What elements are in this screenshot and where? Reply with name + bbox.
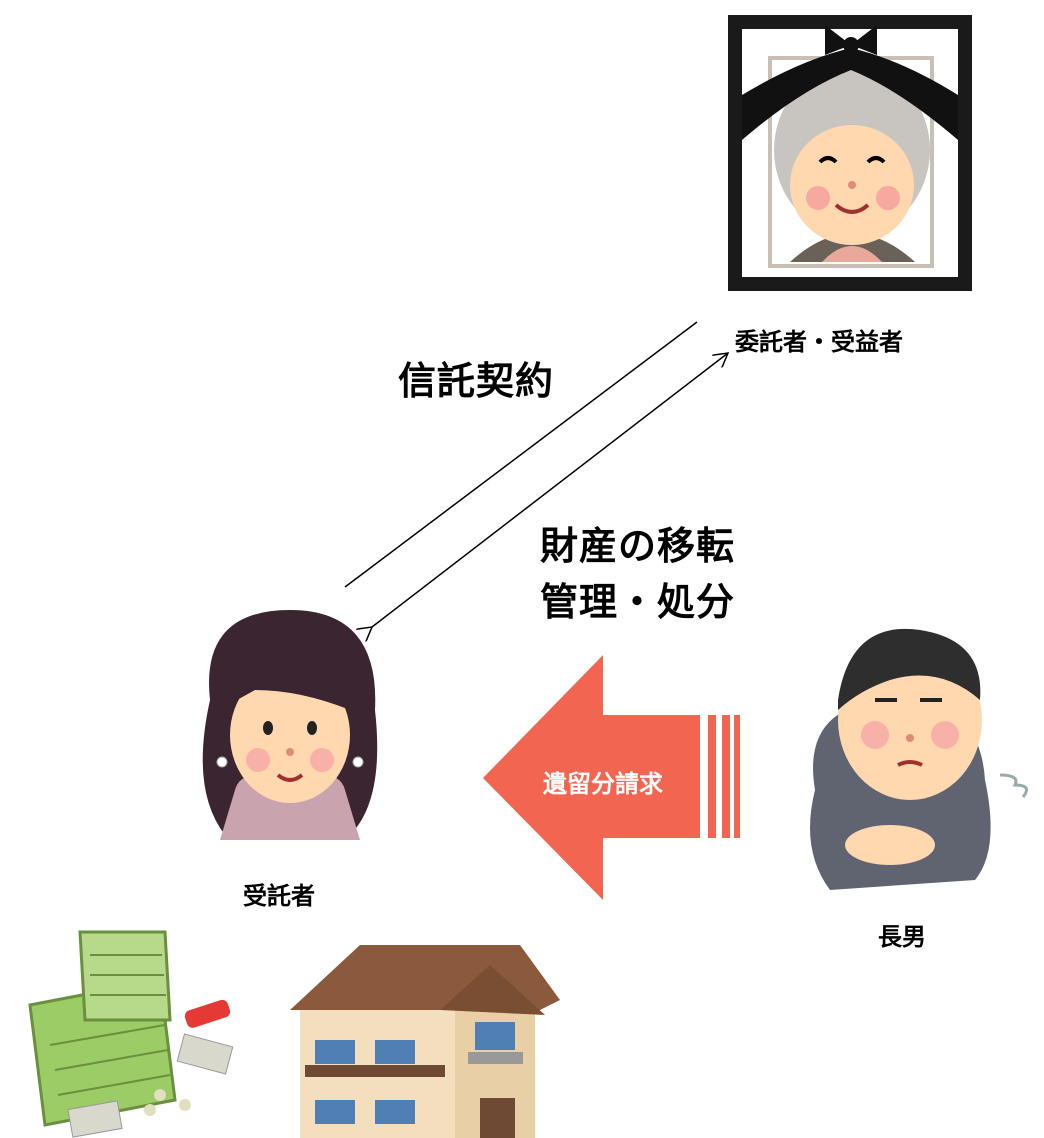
trustee-woman-icon	[202, 610, 378, 840]
claim-arrow	[483, 655, 740, 900]
claim-label: 遺留分請求	[543, 770, 663, 798]
eldest-son-label: 長男	[878, 923, 926, 951]
transfer-label: 財産の移転 管理・処分	[540, 518, 735, 630]
trust-contract-label: 信託契約	[398, 359, 555, 403]
trustee-label: 受託者	[243, 882, 315, 910]
transfer-line-2: 管理・処分	[540, 580, 736, 624]
eldest-son-icon	[810, 628, 1029, 890]
house-icon	[290, 945, 560, 1138]
grantor-beneficiary-label: 委託者・受益者	[735, 328, 903, 356]
memorial-portrait-icon	[728, 15, 972, 291]
transfer-line-1: 財産の移転	[540, 524, 736, 568]
transfer-arrow	[372, 353, 728, 627]
bankbook-icon	[28, 930, 234, 1138]
